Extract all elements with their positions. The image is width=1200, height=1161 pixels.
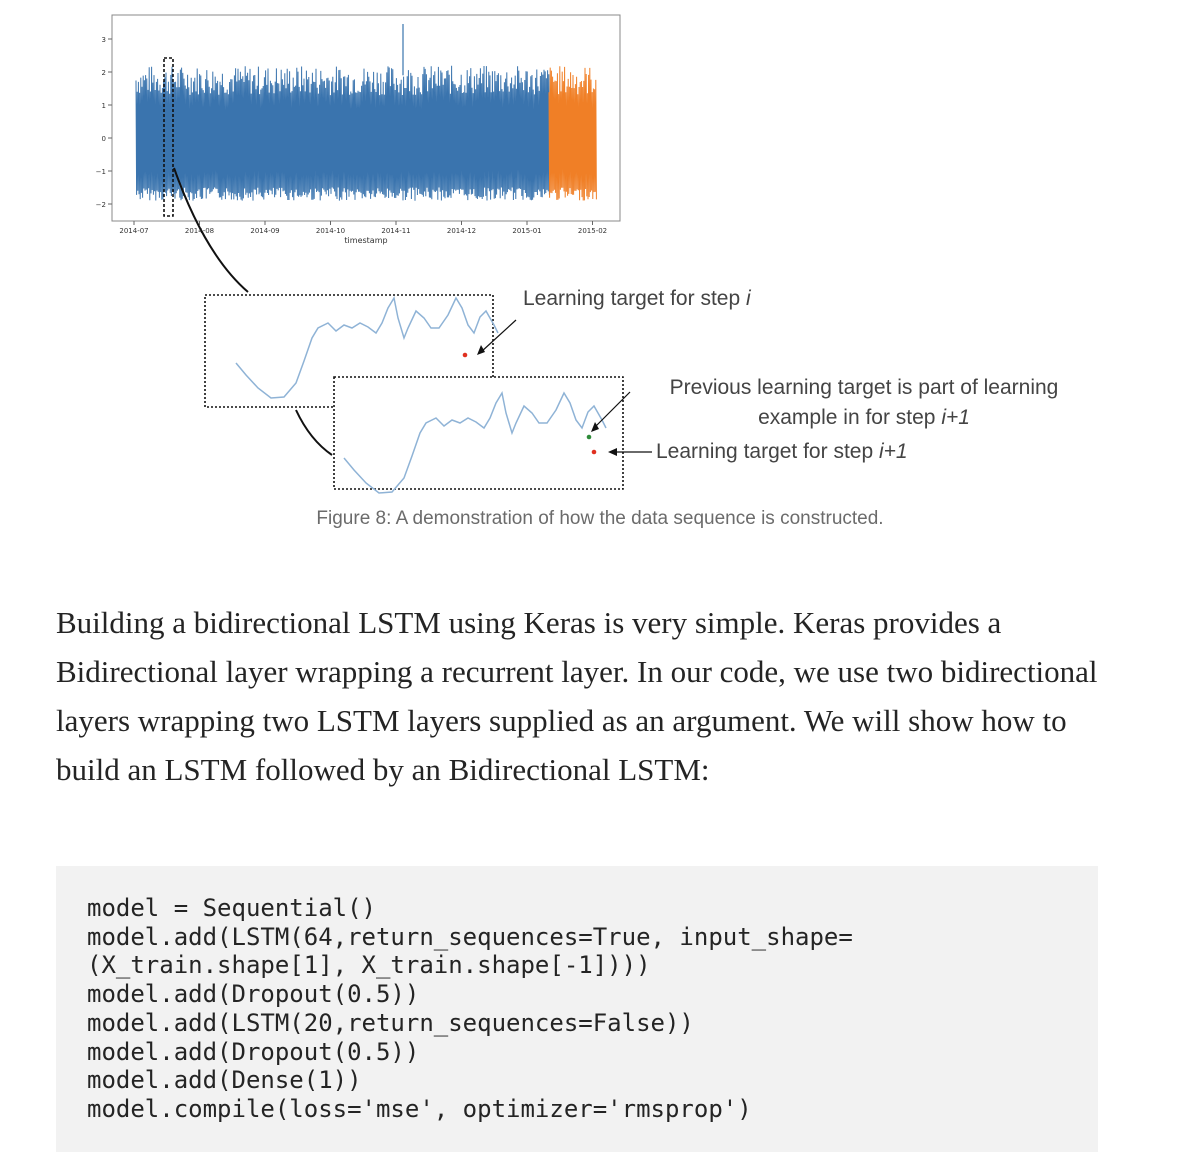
- pointer-target-i: [480, 319, 517, 353]
- series-train-path: [135, 65, 550, 201]
- target-point-step-i: [462, 352, 468, 358]
- x-tick-label: 2014-10: [316, 227, 345, 235]
- pointer-target-i1-head: [608, 448, 617, 456]
- y-tick-label: 2: [102, 69, 106, 77]
- annotation-previous-target: Previous learning target is part of lear…: [637, 373, 1091, 433]
- pointer-previous-target-head: [591, 422, 599, 432]
- code-snippet: model = Sequential() model.add(LSTM(64,r…: [87, 894, 853, 1123]
- previous-target-point: [586, 434, 592, 440]
- code-block: model = Sequential() model.add(LSTM(64,r…: [56, 866, 1098, 1152]
- y-tick-label: 1: [102, 102, 106, 110]
- y-tick-label: −2: [96, 201, 106, 209]
- x-tick-label: 2014-07: [119, 227, 148, 235]
- x-tick-label: 2014-09: [250, 227, 279, 235]
- connector-arrow-to-step-i: [173, 167, 249, 293]
- annotation-target-i1: Learning target for step i+1: [656, 440, 908, 463]
- article-paragraph: Building a bidirectional LSTM using Kera…: [56, 605, 1098, 787]
- x-axis-label: timestamp: [344, 236, 387, 245]
- window-step-i1-series: [343, 390, 607, 494]
- target-point-step-i1: [591, 449, 597, 455]
- x-tick-label: 2014-12: [447, 227, 476, 235]
- x-axis-ticks: 2014-07 2014-08 2014-09 2014-10 2014-11 2014-…: [119, 221, 607, 235]
- window-step-i-series: [235, 295, 499, 399]
- pointer-previous-target: [593, 391, 631, 429]
- series-test-line: [548, 66, 597, 201]
- window-step-i1: [333, 376, 624, 490]
- series-test-path: [548, 66, 597, 201]
- annotation-previous-line2: example in for step i+1: [758, 406, 970, 429]
- y-tick-label: 3: [102, 36, 106, 44]
- figure-caption: Figure 8: A demonstration of how the dat…: [316, 508, 884, 529]
- pointer-target-i-head: [477, 345, 485, 355]
- selection-window-box: [163, 57, 174, 217]
- x-tick-label: 2014-08: [185, 227, 214, 235]
- x-tick-label: 2015-02: [578, 227, 607, 235]
- annotation-target-i: Learning target for step i: [523, 287, 751, 310]
- y-tick-label: 0: [102, 135, 106, 143]
- annotation-previous-line1: Previous learning target is part of lear…: [669, 376, 1059, 399]
- connector-arrow-to-step-i1: [295, 409, 333, 456]
- y-tick-label: −1: [96, 168, 106, 176]
- y-axis-ticks: 3 2 1 0 −1 −2: [96, 36, 112, 209]
- x-tick-label: 2015-01: [512, 227, 541, 235]
- x-tick-label: 2014-11: [381, 227, 410, 235]
- series-train-line: [135, 24, 550, 201]
